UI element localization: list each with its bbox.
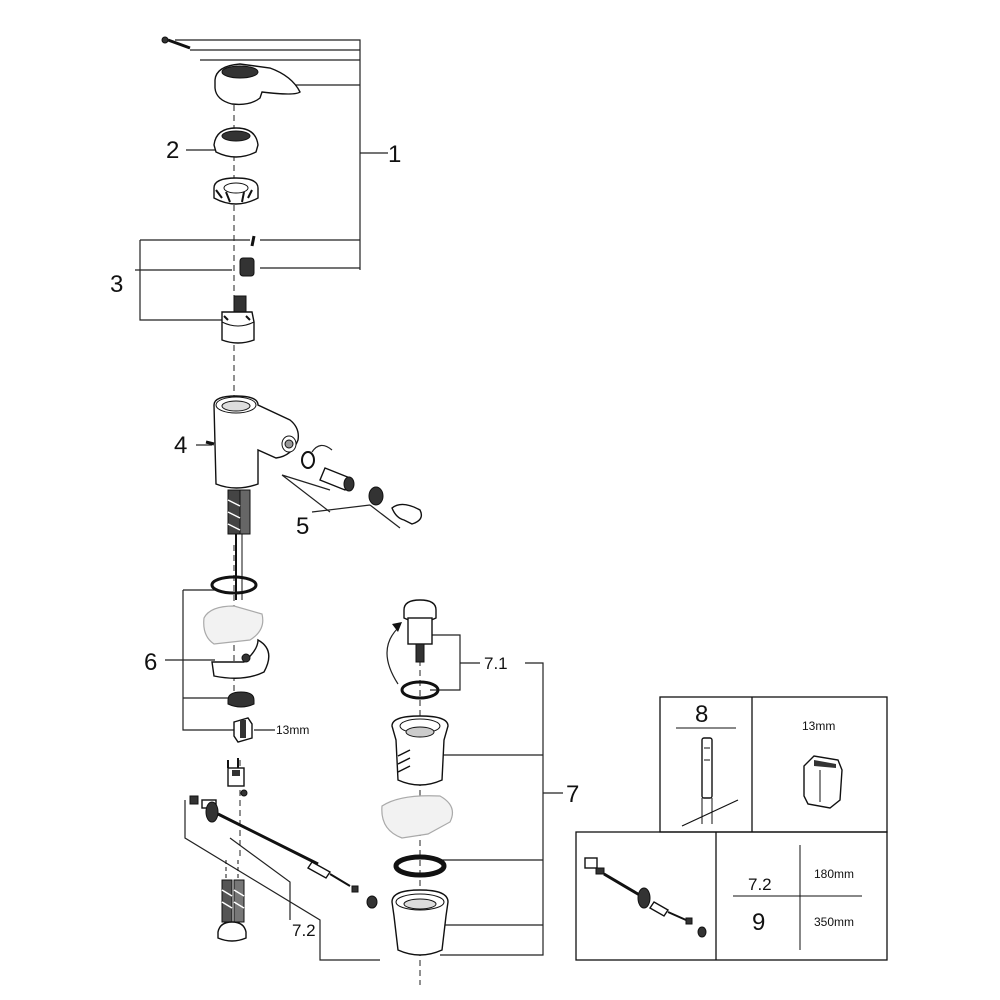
box9-long-length: 350mm	[814, 915, 854, 929]
drain-body	[391, 715, 449, 786]
leader-lines	[135, 39, 563, 961]
box8-number: 8	[695, 701, 708, 728]
callout-5: 5	[296, 513, 309, 540]
hex-nut-13mm	[803, 755, 843, 809]
callout-4: 4	[174, 432, 187, 459]
callout-2: 2	[166, 137, 179, 164]
mixer-body	[205, 395, 300, 489]
callout-3: 3	[110, 271, 123, 298]
nut-size-label: 13mm	[276, 723, 309, 737]
callout-7: 7	[566, 781, 579, 808]
cartridge	[221, 295, 255, 344]
drain-seals	[381, 795, 453, 878]
cover-ring	[213, 127, 259, 158]
callout-7-1: 7.1	[484, 654, 508, 673]
mounting-set	[203, 575, 270, 743]
callout-7-2: 7.2	[292, 921, 316, 940]
spare-box-8: 8 13mm	[659, 696, 888, 833]
spray-parts	[301, 444, 423, 525]
popup-linkage	[189, 758, 378, 909]
cartridge-nut	[213, 177, 259, 205]
drain-flange	[391, 889, 449, 956]
tap-spanner-tool	[681, 737, 739, 827]
handle-screw	[161, 36, 191, 50]
box9-number: 9	[752, 909, 765, 936]
box8-size: 13mm	[802, 719, 835, 733]
box9-short-length: 180mm	[814, 867, 854, 881]
callout-1: 1	[388, 141, 401, 168]
lever-handle	[214, 63, 301, 106]
callout-6: 6	[144, 649, 157, 676]
threaded-studs	[227, 489, 251, 600]
spare-box-9: 7.2 9 180mm 350mm	[575, 831, 888, 961]
popup-plug	[386, 599, 440, 700]
flexible-hoses	[217, 860, 247, 942]
pull-rod-set	[584, 857, 707, 938]
box9-sub-label: 7.2	[748, 875, 772, 894]
cartridge-adapter	[239, 235, 256, 277]
